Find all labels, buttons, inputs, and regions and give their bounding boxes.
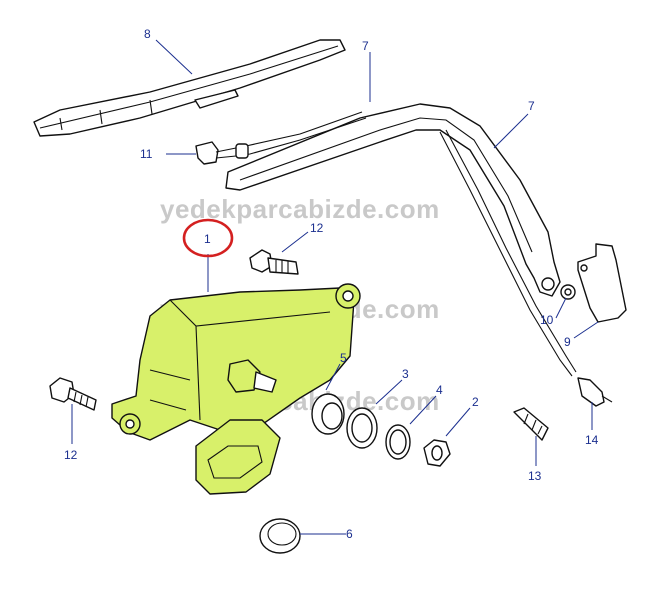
wiper-arm[interactable] [225,103,577,377]
leader-lines [71,39,599,535]
hose-clip[interactable] [195,111,367,165]
callout-13[interactable]: 13 [528,469,542,483]
callout-2[interactable]: 2 [472,395,479,409]
highlight-circle [182,218,234,258]
callout-12-lower[interactable]: 12 [64,448,78,462]
arm-nut[interactable] [560,284,576,300]
bolt-upper[interactable] [249,249,299,275]
callout-8[interactable]: 8 [144,27,151,41]
callout-11[interactable]: 11 [140,147,153,161]
washer-ring-large[interactable] [346,407,378,449]
bolt-lower[interactable] [49,377,97,411]
callout-3[interactable]: 3 [402,367,409,381]
callout-7-upper[interactable]: 7 [362,39,369,53]
callout-5[interactable]: 5 [340,351,347,365]
callout-10[interactable]: 10 [540,313,554,327]
callout-12-upper[interactable]: 12 [310,221,324,235]
washer-ring-small[interactable] [385,424,411,460]
callout-4[interactable]: 4 [436,383,443,397]
mounting-bracket[interactable] [577,243,627,323]
non-return-valve[interactable] [577,377,613,407]
callout-6[interactable]: 6 [346,527,353,541]
wiper-blade[interactable] [33,39,346,137]
callout-7-right[interactable]: 7 [528,99,535,113]
wiper-motor[interactable] [111,283,361,495]
seal-ring[interactable] [311,393,345,435]
callout-1[interactable]: 1 [204,232,211,246]
washer-connector[interactable] [513,407,549,441]
callout-14[interactable]: 14 [585,433,599,447]
spindle-nut[interactable] [423,439,451,467]
callout-9[interactable]: 9 [564,335,571,349]
grommet-cap[interactable] [259,518,301,554]
